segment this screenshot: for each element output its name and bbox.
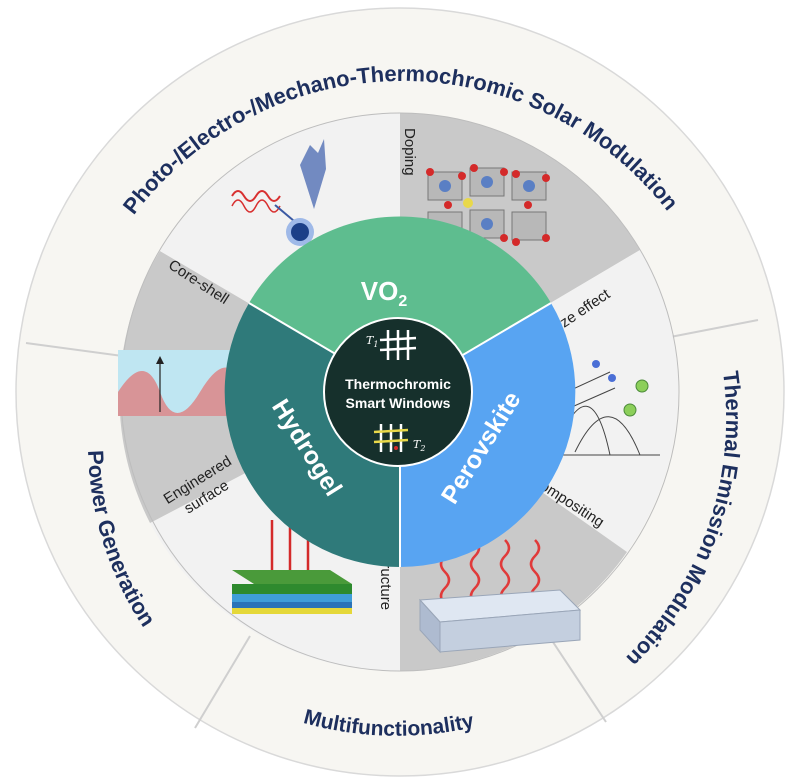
center-t1-label: T1 xyxy=(366,334,378,349)
core-vo2-segment xyxy=(249,216,551,392)
center-t2-label: T2 xyxy=(413,438,425,453)
center-circle xyxy=(323,317,473,467)
window-cool-icon xyxy=(379,330,417,360)
label-doping: Doping xyxy=(401,128,418,176)
center-title-line2: Smart Windows xyxy=(346,395,451,411)
center-title-line1: Thermochromic xyxy=(345,376,451,392)
core-shell-illustration xyxy=(231,139,326,246)
layer-structure-illustration xyxy=(232,515,352,614)
window-warm-icon xyxy=(373,424,409,452)
core-label-vo2: VO2 xyxy=(361,276,408,310)
engineered-surface-illustration xyxy=(118,350,240,416)
compositing-illustration xyxy=(418,539,582,654)
